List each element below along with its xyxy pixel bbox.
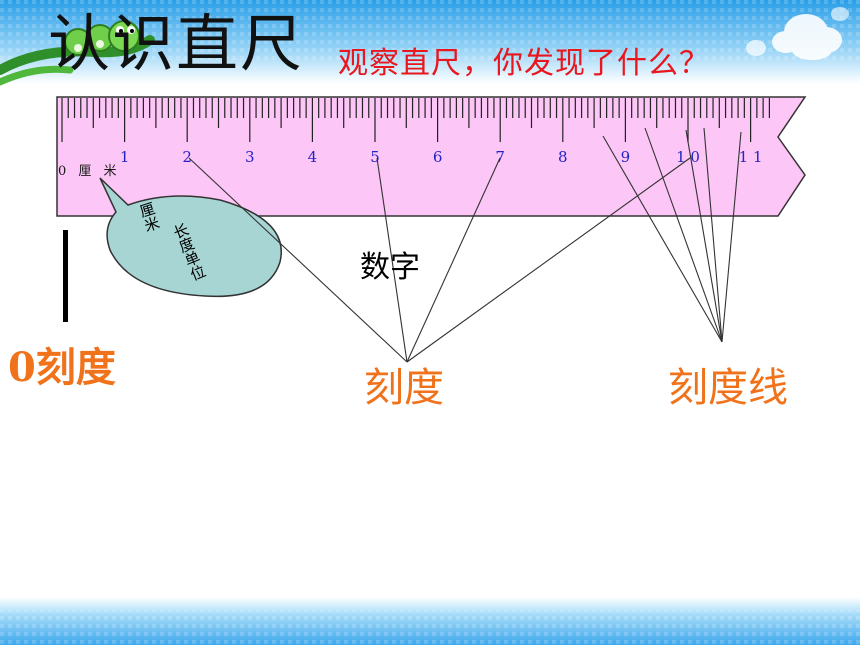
ruler-number: 6 <box>433 148 443 166</box>
digits-label: 数字 <box>360 250 420 285</box>
bubble-unit: 厘米 <box>135 199 163 234</box>
ruler-number: 5 <box>370 148 380 166</box>
cloud-icon <box>772 14 842 60</box>
ruler-number: 1 1 <box>739 148 763 166</box>
ruler-number: 7 <box>495 148 505 166</box>
pointer-lines <box>188 127 742 363</box>
caterpillar-icon <box>0 20 155 86</box>
ruler-number: 9 <box>621 148 631 166</box>
ruler-number: 2 <box>182 148 192 166</box>
ruler-zero-unit: 0 厘 米 <box>58 164 121 179</box>
ruler-number: 1 <box>120 148 130 166</box>
ruler-number: 4 <box>308 148 318 166</box>
zero-mark-bar <box>63 230 68 322</box>
ruler-numbers: 1 2 3 4 5 6 7 8 9 1 0 1 1 <box>120 148 763 166</box>
bubble-caption: 长度单位 <box>169 220 209 283</box>
zero-mark-label: 0刻度 <box>8 344 116 391</box>
ruler-body <box>56 96 807 217</box>
slide-question: 观察直尺，你发现了什么？ <box>338 46 710 81</box>
mark-label: 刻度 <box>364 365 444 411</box>
bubble-text: 厘米 长度单位 <box>120 198 240 294</box>
mark-line-label: 刻度线 <box>668 365 788 411</box>
ruler-number: 8 <box>558 148 568 166</box>
unit-bubble <box>99 177 282 298</box>
ruler-number: 1 0 <box>676 148 700 166</box>
ruler-number: 3 <box>245 148 255 166</box>
slide-title: 认识直尺 <box>48 7 305 80</box>
ruler-ticks <box>61 98 770 142</box>
